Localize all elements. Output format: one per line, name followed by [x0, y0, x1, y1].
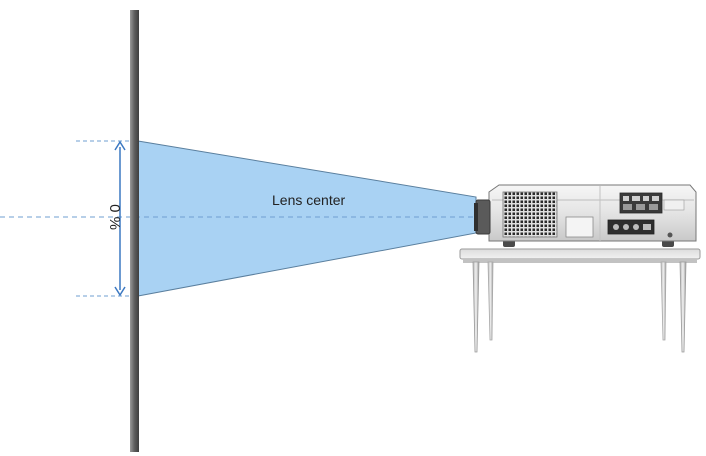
offset-label: 0 % [106, 204, 123, 230]
table-leg-front-right [679, 261, 687, 353]
projector-vent [502, 191, 558, 238]
table-leg-front-left [472, 261, 480, 353]
table-leg-back-right [660, 261, 667, 341]
table [459, 248, 701, 353]
projection-beam [137, 140, 477, 297]
offset-double-arrow [114, 140, 126, 297]
projector [474, 184, 697, 247]
table-leg-back-left [487, 261, 494, 341]
table-top [459, 248, 701, 260]
lens-center-label: Lens center [272, 192, 345, 208]
screen-wall [130, 10, 139, 452]
projector-lens [475, 199, 491, 235]
